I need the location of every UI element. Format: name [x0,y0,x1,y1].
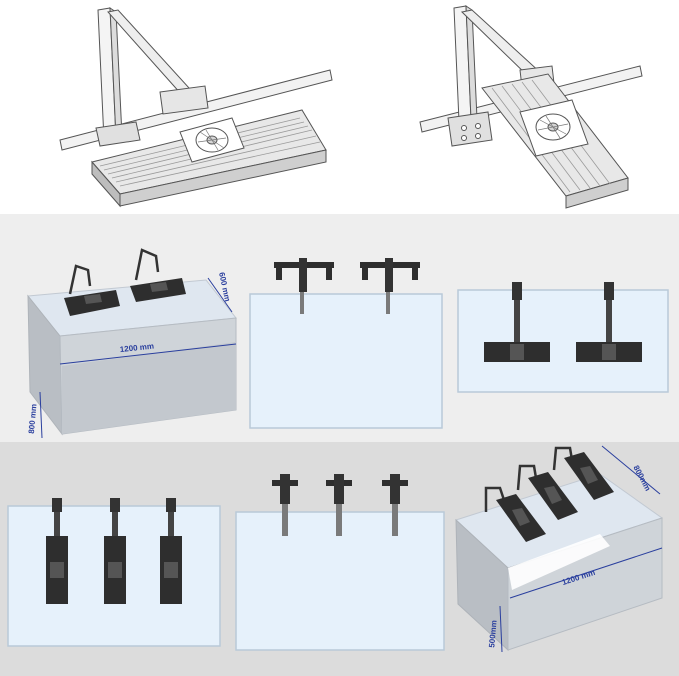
hanging-kit [382,474,408,536]
dimension-line-height [499,605,503,653]
hanging-kit [360,258,420,314]
fixture-front [565,177,629,209]
dimension-label-depth: 800mm [632,464,653,493]
dimension-label-width: 1200 mm [119,342,154,355]
dimension-line-height [39,391,43,439]
dimension-line-depth [601,445,661,495]
bracket-mount-illustration-right [419,5,643,209]
led-fixture [130,248,186,302]
tank-glass [457,289,669,393]
hanging-kit [326,474,352,536]
front-view-two-hanging-lights [457,282,669,393]
tank-front-glass [507,517,663,651]
dimension-line-width [59,343,237,365]
led-fixture [484,486,546,542]
hanging-kit [274,258,334,314]
front-view-two-lights [249,258,443,429]
front-view-three-hanging-lights [7,498,221,647]
tank-glass [249,293,443,429]
led-fixture [64,264,120,316]
dimension-line-depth [207,277,233,313]
led-fixture [552,446,614,500]
hanger-block [159,85,209,115]
led-fixture [46,498,68,604]
bracket-mount-illustration-left [59,7,333,208]
front-view-three-kits [235,474,445,651]
led-fixture [576,282,642,362]
led-fixture [104,498,126,604]
dimension-label-height: 500mm [487,620,498,648]
light-spill [508,534,610,590]
led-fixture [160,498,182,604]
dimension-label-height: 800 mm [27,404,39,434]
tank-3d-two-lights: 1200 mm 600 mm 800 mm [27,248,237,439]
rail-clamp [447,111,493,147]
dimension-line-width [509,547,663,599]
tank-3d-three-lights: 1200 mm 800mm 500mm [455,445,664,653]
rail-clamp [95,121,141,147]
hanging-kit [272,474,298,536]
led-fixture [516,464,578,520]
led-fixture [484,282,550,362]
